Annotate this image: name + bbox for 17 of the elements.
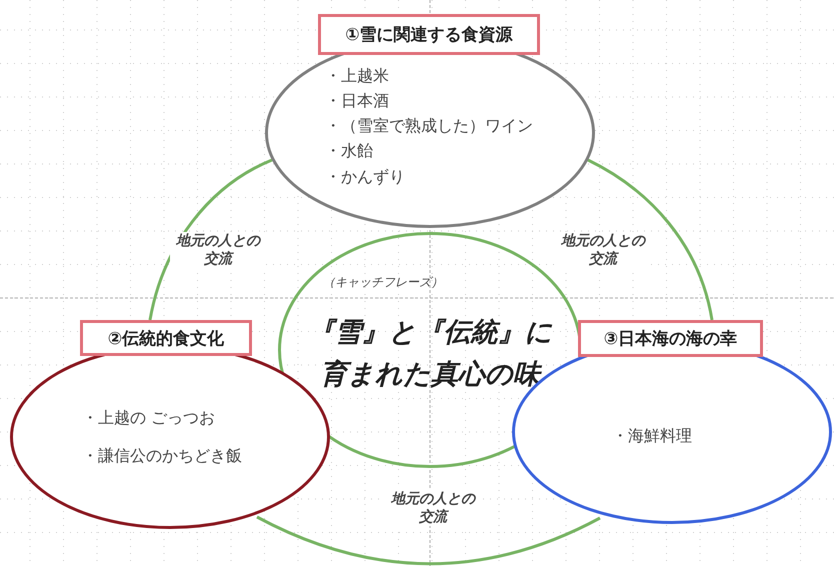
connector-line	[256, 516, 601, 566]
caption-text: （キャッチフレーズ）	[322, 274, 444, 291]
list-item: ・謙信公のかちどき飯	[82, 446, 242, 467]
list-item: ・上越米	[325, 66, 389, 87]
catchphrase-text: 『雪』と『伝統』に育まれた真心の味	[306, 316, 554, 392]
connector-line	[587, 158, 714, 320]
list-item: ・かんずり	[325, 167, 405, 188]
connector-line	[148, 158, 273, 320]
list-item: ・日本酒	[325, 91, 389, 112]
list-item: ・海鮮料理	[612, 426, 692, 447]
heading-box: ③日本海の海の幸	[578, 320, 763, 357]
edge-label: 地元の人との交流	[170, 232, 266, 268]
heading-box: ②伝統的食文化	[80, 320, 252, 356]
list-item: ・（雪室で熟成した）ワイン	[325, 116, 533, 137]
list-item: ・水飴	[325, 141, 373, 162]
list-item: ・上越の ごっつお	[82, 408, 216, 429]
heading-box: ①雪に関連する食資源	[318, 14, 540, 55]
